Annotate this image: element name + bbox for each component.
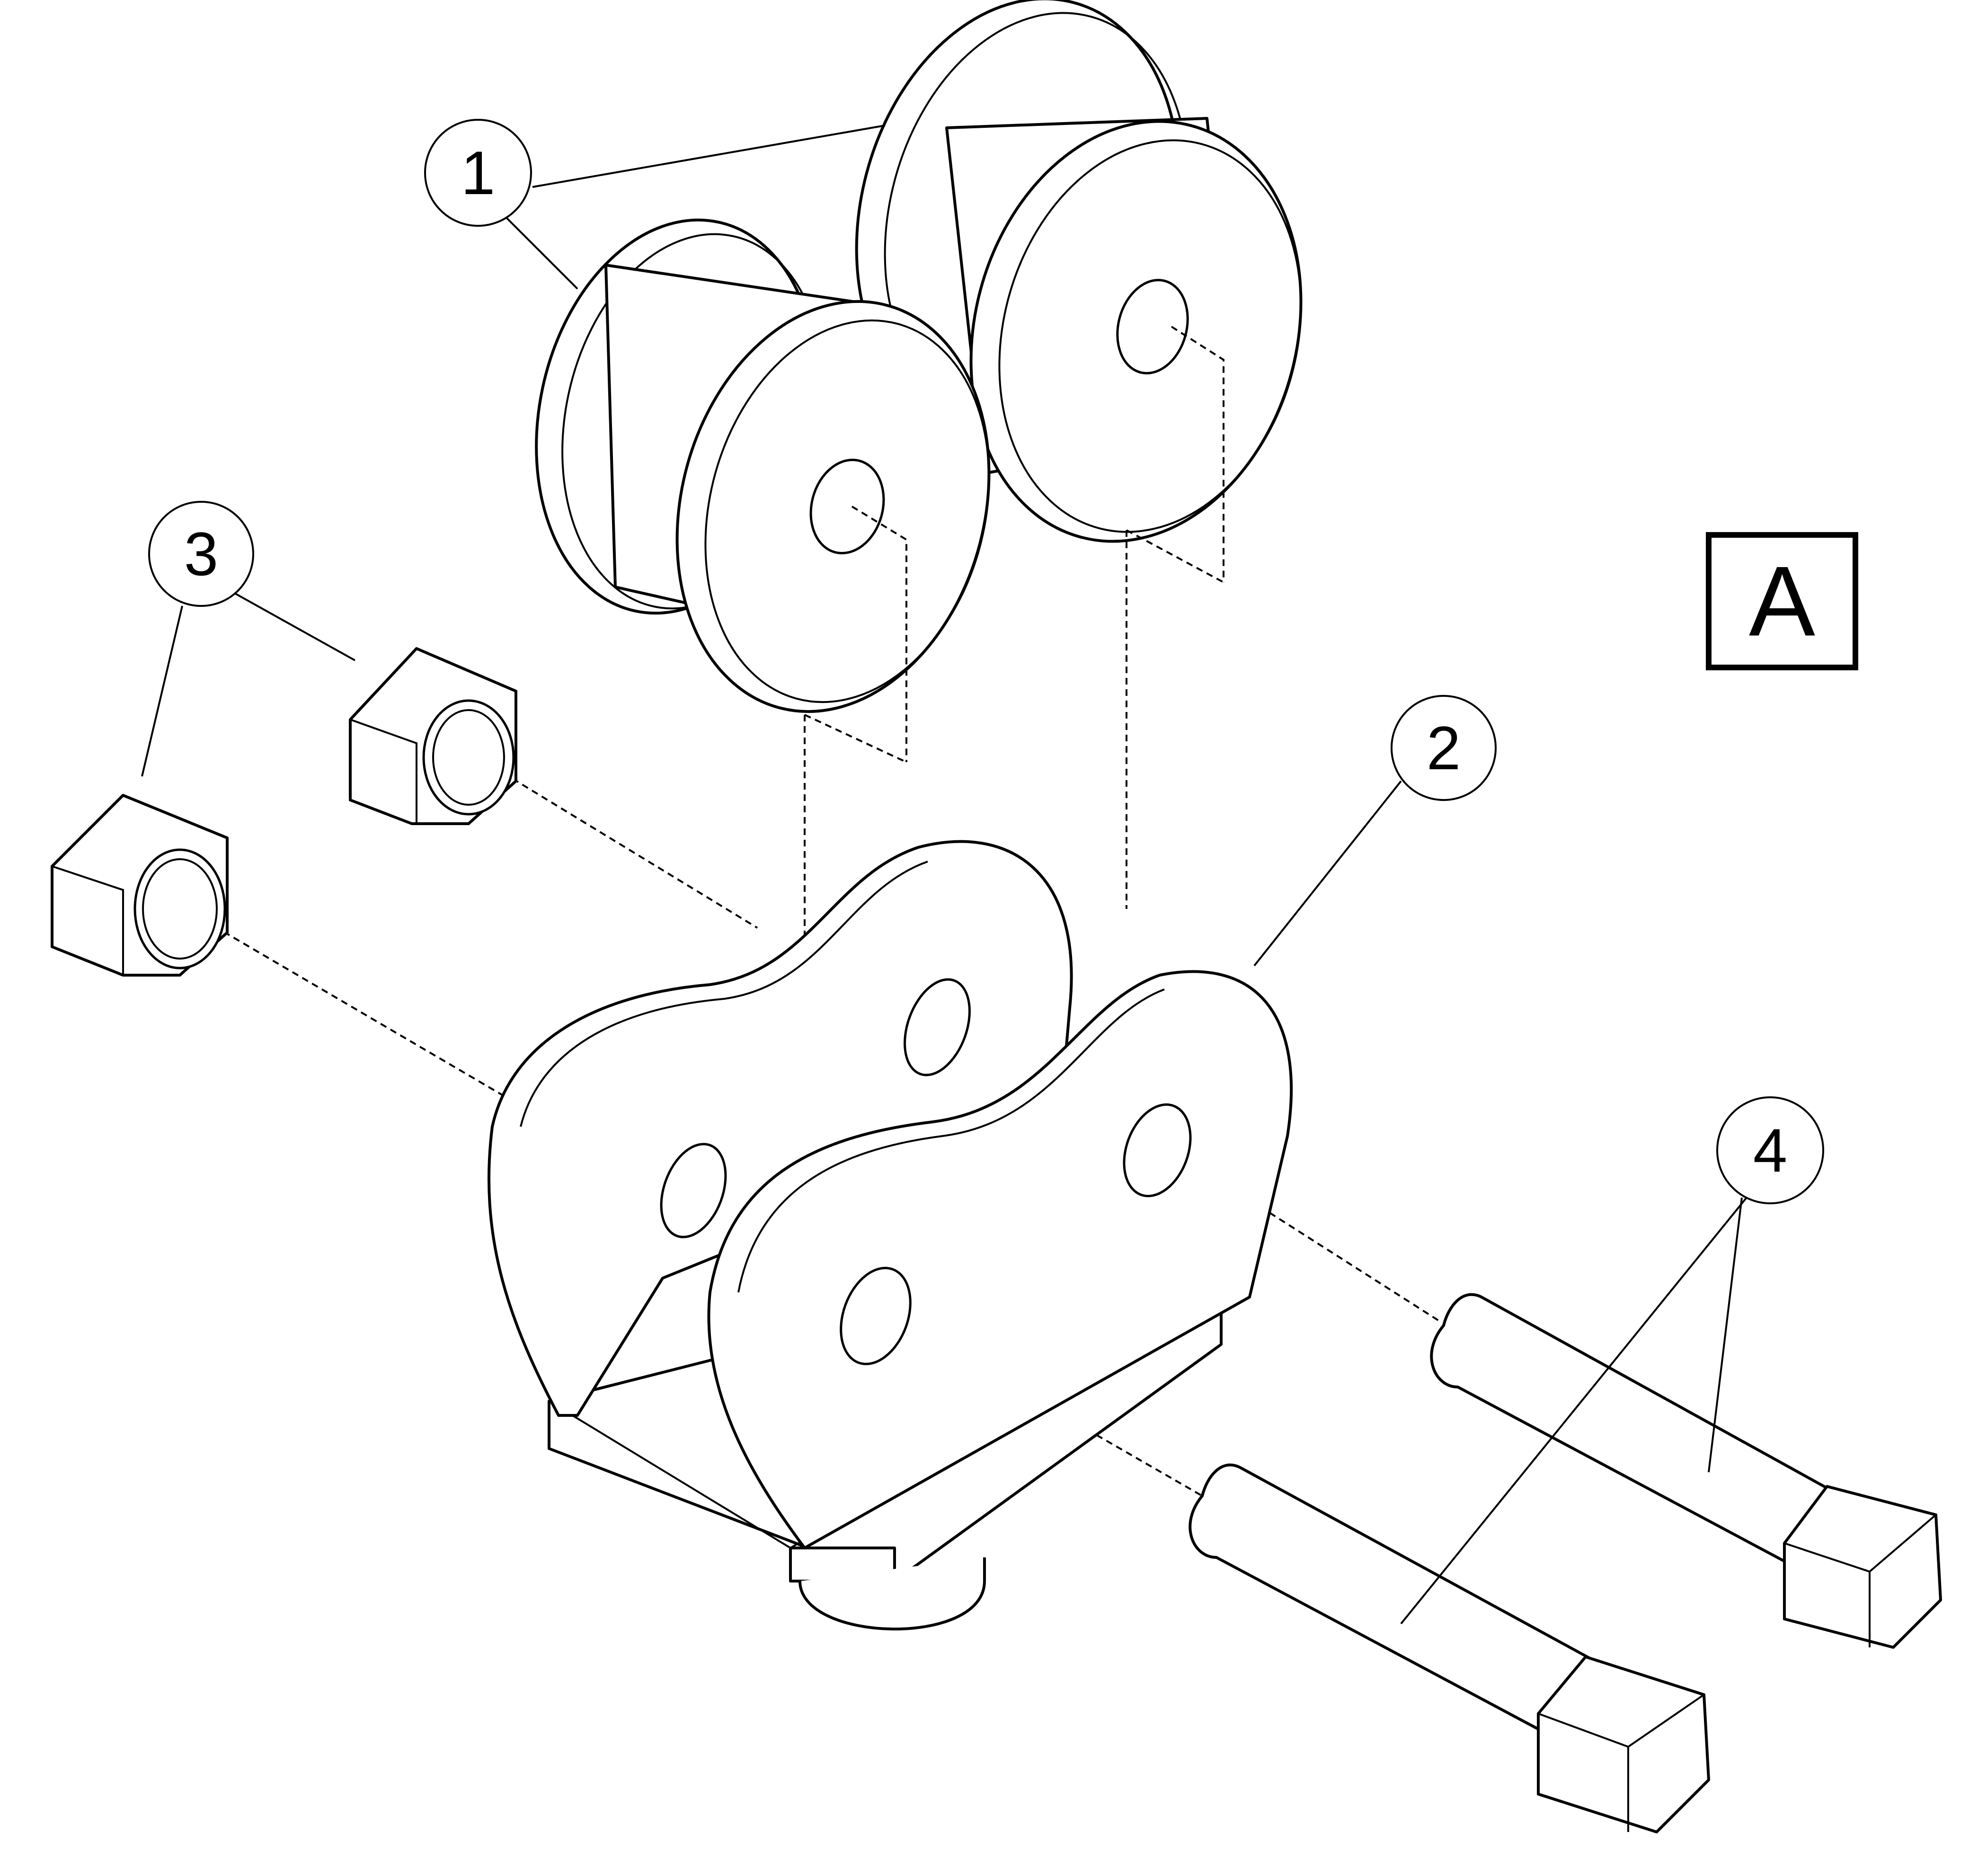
roller-front	[535, 218, 991, 713]
callout-4: 4	[1716, 1096, 1824, 1204]
callout-4-label: 4	[1753, 1116, 1787, 1185]
bracket-hole-1	[660, 1143, 727, 1238]
callout-3-label: 3	[184, 519, 218, 588]
view-label: A	[1749, 546, 1815, 657]
bracket-hole-2	[904, 978, 971, 1076]
callout-2-label: 2	[1427, 713, 1461, 782]
callout-3: 3	[148, 501, 254, 607]
nut-lower	[51, 794, 229, 977]
nut-upper	[349, 647, 517, 825]
roller-front-bore	[809, 458, 885, 555]
bolt-left	[1189, 1463, 1710, 1833]
bolt-right	[1430, 1293, 1942, 1649]
bracket-hole-4	[840, 1267, 912, 1365]
callout-1-label: 1	[461, 138, 495, 207]
view-label-frame: A	[1706, 532, 1858, 670]
callout-2: 2	[1391, 695, 1497, 801]
bracket-hole-3	[1123, 1103, 1192, 1198]
callout-1: 1	[424, 119, 532, 227]
leader-lines	[141, 124, 1747, 1625]
roller-back	[855, 0, 1303, 543]
bracket	[487, 840, 1293, 1631]
